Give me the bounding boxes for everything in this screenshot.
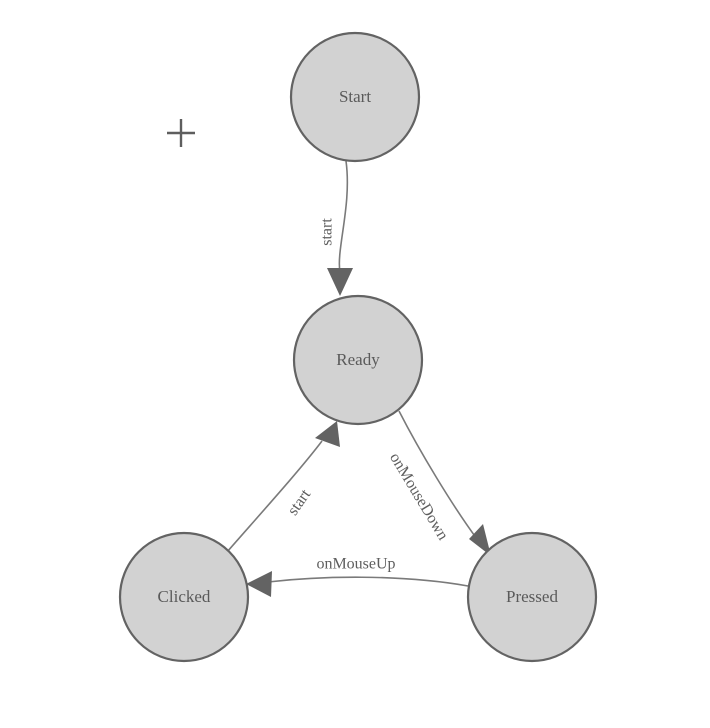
arrowhead-ready-to-pressed: [469, 524, 491, 556]
edge-start-to-ready[interactable]: start: [319, 160, 353, 296]
node-circle-ready[interactable]: [292, 294, 424, 426]
edge-pressed-to-clicked[interactable]: onMouseUp: [246, 556, 469, 597]
edge-label-onmouseup: onMouseUp: [316, 556, 395, 573]
node-clicked[interactable]: Clicked: [118, 531, 250, 663]
edge-path-clicked-to-ready: [226, 440, 323, 553]
edge-label-start-return: start: [284, 486, 314, 519]
crosshair-icon: [167, 119, 195, 147]
edge-label-onmousedown: onMouseDown: [386, 450, 451, 543]
edge-path-ready-to-pressed: [398, 410, 478, 540]
arrowhead-pressed-to-clicked: [246, 571, 272, 597]
node-ready[interactable]: Ready: [292, 294, 424, 426]
node-label-clicked: Clicked: [158, 587, 211, 606]
edge-path-pressed-to-clicked: [267, 576, 469, 587]
node-circle-pressed[interactable]: [466, 531, 598, 663]
edge-clicked-to-ready[interactable]: start: [226, 421, 340, 553]
node-label-start: Start: [339, 87, 371, 106]
node-pressed[interactable]: Pressed: [466, 531, 598, 663]
node-label-ready: Ready: [336, 350, 380, 369]
edge-path-start-to-ready: [338, 160, 349, 273]
node-circle-start[interactable]: [289, 31, 421, 163]
node-start[interactable]: Start: [289, 31, 421, 163]
node-label-pressed: Pressed: [506, 587, 558, 606]
edge-ready-to-pressed[interactable]: onMouseDown: [386, 410, 491, 556]
edge-label-start: start: [319, 218, 336, 246]
node-circle-clicked[interactable]: [118, 531, 250, 663]
arrowhead-start-to-ready: [327, 268, 353, 296]
arrowhead-clicked-to-ready: [315, 421, 340, 447]
